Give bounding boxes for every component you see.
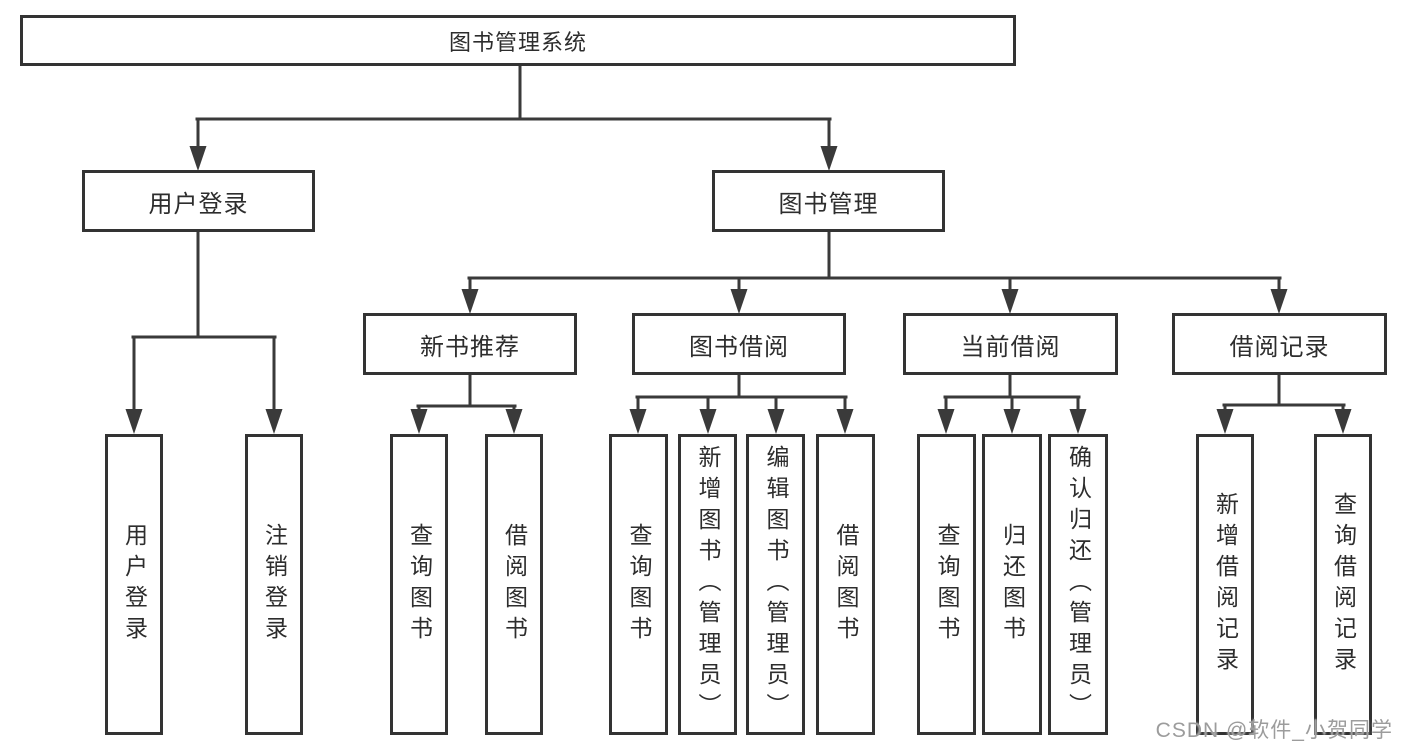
leaf-add-books-admin-label: 新增图书（管理员）	[695, 445, 721, 724]
node-library-system-label: 图书管理系统	[448, 29, 587, 55]
leaf-borrow-books-label: 借阅图书	[833, 522, 859, 647]
leaf-add-borrow-record: 新增借阅记录	[1196, 434, 1254, 735]
leaf-edit-books-admin: 编辑图书（管理员）	[746, 434, 805, 735]
leaf-logout: 注销登录	[245, 434, 303, 735]
leaf-return-books: 归还图书	[982, 434, 1042, 735]
leaf-borrow-books-recommend-label: 借阅图书	[501, 522, 528, 647]
node-current-borrowing: 当前借阅	[903, 313, 1118, 375]
leaf-query-books-recommend-label: 查询图书	[406, 522, 433, 647]
watermark: CSDN @软件_小贺同学	[1155, 719, 1393, 742]
node-borrowing-records: 借阅记录	[1172, 313, 1387, 375]
leaf-query-books-borrowing: 查询图书	[609, 434, 668, 735]
node-current-borrowing-label: 当前借阅	[960, 333, 1061, 361]
leaf-edit-books-admin-label: 编辑图书（管理员）	[763, 445, 789, 724]
node-new-book-recommend-label: 新书推荐	[420, 333, 520, 361]
leaf-borrow-books-recommend: 借阅图书	[485, 434, 543, 735]
leaf-borrow-books: 借阅图书	[816, 434, 875, 735]
leaf-query-books-current: 查询图书	[917, 434, 976, 735]
leaf-confirm-return-admin: 确认归还（管理员）	[1048, 434, 1108, 735]
node-borrowing-records-label: 借阅记录	[1229, 333, 1330, 361]
leaf-query-books-borrowing-label: 查询图书	[626, 522, 652, 647]
leaf-logout-label: 注销登录	[261, 522, 288, 647]
leaf-add-books-admin: 新增图书（管理员）	[678, 434, 737, 735]
node-book-management: 图书管理	[712, 170, 945, 232]
node-new-book-recommend: 新书推荐	[363, 313, 577, 375]
node-book-borrowing-label: 图书借阅	[689, 333, 789, 361]
leaf-query-books-current-label: 查询图书	[934, 522, 960, 647]
leaf-confirm-return-admin-label: 确认归还（管理员）	[1065, 445, 1092, 724]
leaf-query-borrow-record-label: 查询借阅记录	[1330, 491, 1357, 678]
leaf-query-borrow-record: 查询借阅记录	[1314, 434, 1372, 735]
node-book-borrowing: 图书借阅	[632, 313, 846, 375]
leaf-add-borrow-record-label: 新增借阅记录	[1212, 491, 1239, 678]
node-user-login-label: 用户登录	[148, 190, 249, 218]
leaf-query-books-recommend: 查询图书	[390, 434, 448, 735]
leaf-user-login-label: 用户登录	[121, 522, 148, 647]
leaf-return-books-label: 归还图书	[999, 522, 1026, 647]
node-book-management-label: 图书管理	[778, 190, 879, 218]
leaf-user-login: 用户登录	[105, 434, 163, 735]
node-library-system: 图书管理系统	[20, 15, 1016, 66]
node-user-login: 用户登录	[82, 170, 315, 232]
